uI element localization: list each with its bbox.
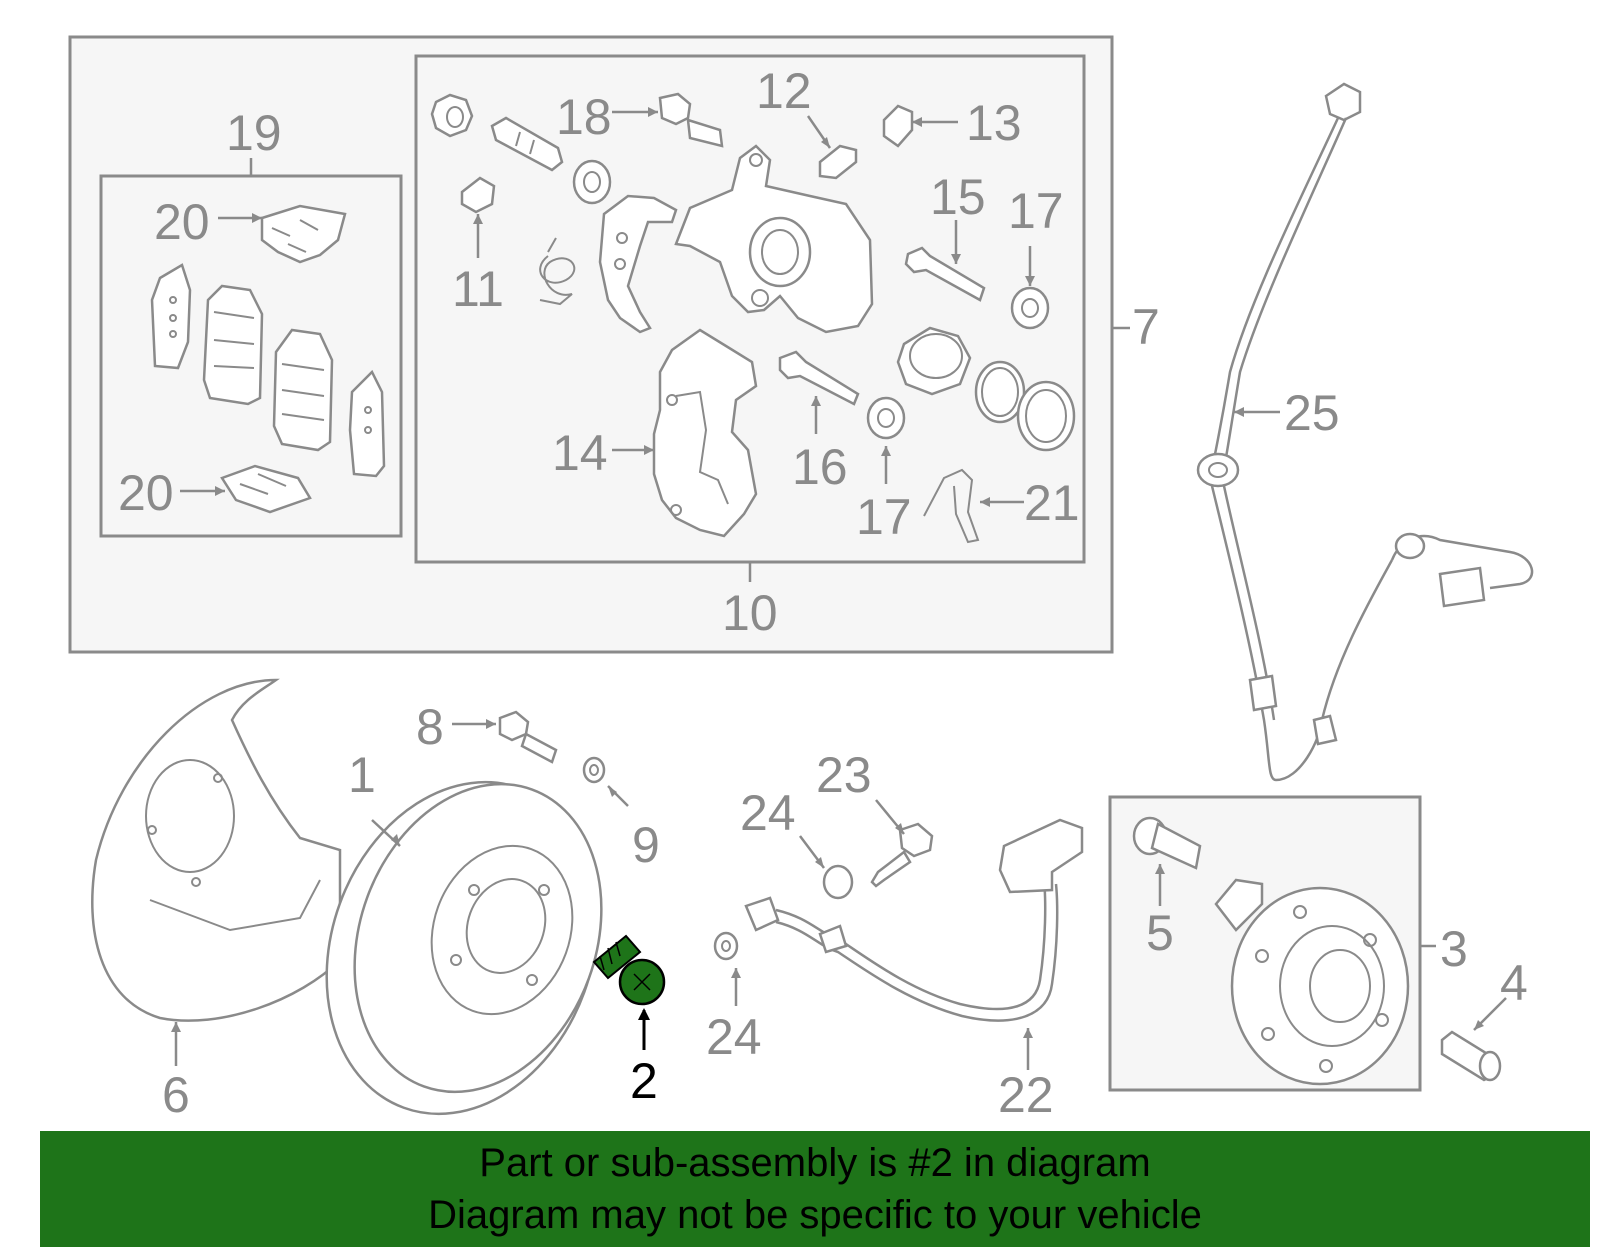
- washer-9: [582, 756, 606, 784]
- piston: [896, 326, 972, 396]
- bolt-18: [658, 92, 724, 148]
- caliper-bracket: [652, 328, 758, 538]
- callout-17-upper: 17: [1008, 183, 1064, 239]
- dust-boot: [572, 159, 612, 205]
- brake-pad-shim-right: [348, 369, 386, 478]
- callout-18: 18: [556, 89, 612, 145]
- wheel-speed-sensor: [1196, 82, 1534, 782]
- callout-21: 21: [1024, 475, 1080, 531]
- callout-20-upper: 20: [154, 194, 210, 250]
- callout-22: 22: [998, 1067, 1054, 1123]
- wheel-hub: [1214, 878, 1410, 1086]
- callout-20-lower: 20: [118, 465, 174, 521]
- washer-24-lower: [713, 931, 739, 961]
- callout-13: 13: [966, 95, 1022, 151]
- spring-clip-21: [923, 468, 980, 544]
- callout-16: 16: [792, 439, 848, 495]
- brake-pad-inner: [202, 284, 264, 406]
- bleeder-cap: [430, 93, 474, 138]
- callout-7: 7: [1132, 299, 1160, 355]
- callout-8: 8: [416, 699, 444, 755]
- callout-25: 25: [1284, 385, 1340, 441]
- spring: [539, 237, 576, 306]
- callout-24-lower: 24: [706, 1009, 762, 1065]
- piston-seal: [974, 360, 1026, 424]
- callout-4: 4: [1500, 955, 1528, 1011]
- brake-pad-clip-lower: [220, 464, 312, 514]
- guide-bolt-15: [904, 246, 986, 302]
- callout-1: 1: [348, 747, 376, 803]
- callout-6: 6: [162, 1067, 190, 1123]
- banner-line-disclaimer: Diagram may not be specific to your vehi…: [428, 1193, 1202, 1237]
- callout-3: 3: [1440, 921, 1468, 977]
- callout-11: 11: [452, 261, 504, 317]
- callout-19: 19: [226, 105, 282, 161]
- brake-hose: [744, 818, 1084, 1022]
- banner-line-part: Part or sub-assembly is #2 in diagram: [479, 1141, 1151, 1185]
- callout-15: 15: [930, 169, 986, 225]
- caliper-body: [674, 144, 874, 334]
- callout-14: 14: [552, 425, 608, 481]
- callout-12: 12: [756, 63, 812, 119]
- callout-10: 10: [722, 585, 778, 641]
- washer-24-upper: [822, 864, 854, 900]
- callout-2: 2: [630, 1053, 658, 1109]
- highlighted-screw-part-2[interactable]: [592, 934, 666, 1006]
- bolt-4: [1440, 1030, 1502, 1082]
- guide-bolt-16: [778, 350, 860, 406]
- brake-rotor: [325, 780, 603, 1116]
- callout-24-upper: 24: [740, 785, 796, 841]
- bolt-8: [498, 710, 558, 764]
- piston-boot: [1016, 380, 1076, 452]
- banjo-bolt: [870, 822, 934, 888]
- callout-5: 5: [1146, 905, 1174, 961]
- bushing-17-upper: [1010, 286, 1050, 330]
- dust-shield: [91, 678, 342, 1022]
- info-banner: Part or sub-assembly is #2 in diagram Di…: [40, 1131, 1590, 1247]
- brake-pad-clip-upper: [260, 204, 347, 264]
- caliper-bracket-plate: [598, 194, 678, 334]
- clip-11: [460, 176, 496, 214]
- bleeder-screw: [818, 144, 858, 180]
- brake-pad-outer: [272, 328, 334, 452]
- callout-23: 23: [816, 747, 872, 803]
- bushing-17-lower: [866, 396, 906, 440]
- bleeder-cap-13: [882, 104, 914, 148]
- wheel-stud-5: [1132, 816, 1202, 870]
- callout-17-lower: 17: [856, 489, 912, 545]
- guide-pin-boot: [490, 116, 564, 172]
- brake-pad-shim-left: [150, 263, 192, 370]
- callout-9: 9: [632, 817, 660, 873]
